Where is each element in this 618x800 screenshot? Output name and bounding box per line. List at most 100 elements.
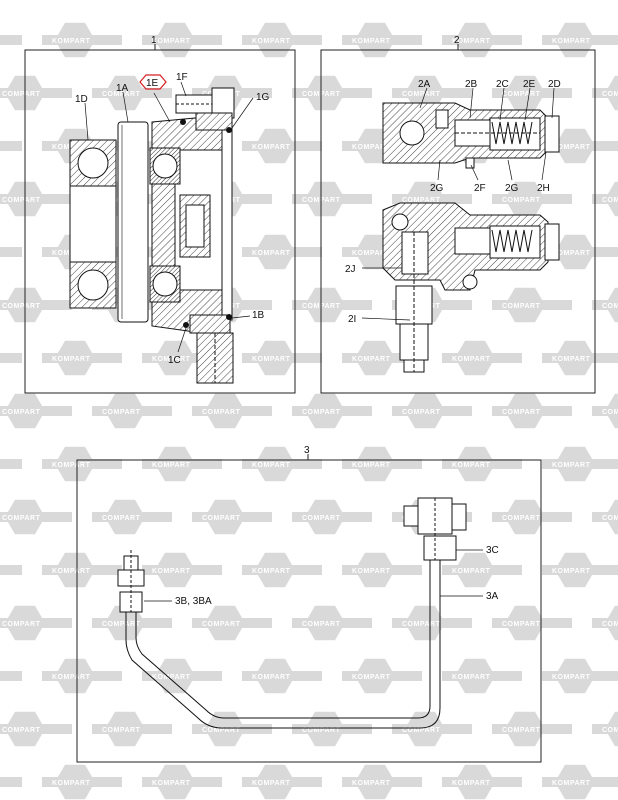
watermark-tile: COMPART: [0, 75, 72, 111]
watermark-tile: COMPART: [192, 711, 272, 747]
watermark-text: KOMPART: [252, 780, 291, 787]
watermark-text: COMPART: [602, 409, 618, 416]
watermark-tile: KOMPART: [242, 340, 322, 376]
watermark-tile: KOMPART: [0, 565, 22, 575]
panel-1-frame: [24, 49, 296, 394]
watermark-tile: KOMPART: [342, 22, 422, 58]
label-1E: 1E: [146, 78, 159, 89]
watermark-tile: KOMPART: [542, 764, 618, 800]
watermark-tile: KOMPART: [242, 658, 322, 694]
watermark-tile: KOMPART: [442, 764, 522, 800]
watermark-text: KOMPART: [352, 38, 391, 45]
watermark-tile: KOMPART: [542, 234, 618, 270]
watermark-tile: COMPART: [592, 181, 618, 217]
watermark-tile: COMPART: [492, 181, 572, 217]
label-1G: 1G: [256, 92, 270, 103]
label-1D: 1D: [75, 94, 88, 105]
watermark-tile: KOMPART: [42, 658, 122, 694]
watermark-tile: KOMPART: [342, 658, 422, 694]
label-1C: 1C: [168, 355, 181, 366]
watermark-text: COMPART: [2, 621, 41, 628]
watermark-tile: KOMPART: [242, 234, 322, 270]
watermark-tile: KOMPART: [0, 247, 22, 257]
watermark-text: KOMPART: [552, 356, 591, 363]
watermark-tile: COMPART: [92, 711, 172, 747]
watermark-tile: KOMPART: [242, 764, 322, 800]
watermark-tile: COMPART: [292, 393, 372, 429]
label-2G-right: 2G: [505, 183, 519, 194]
oring-1C: [183, 322, 189, 328]
watermark-tile: KOMPART: [442, 22, 522, 58]
watermark-tile: COMPART: [492, 499, 572, 535]
watermark-tile: KOMPART: [142, 22, 222, 58]
panel-2-number: 2: [454, 35, 460, 46]
watermark-tile: COMPART: [492, 75, 572, 111]
watermark-text: COMPART: [102, 621, 141, 628]
watermark-text: COMPART: [2, 303, 41, 310]
watermark-text: KOMPART: [152, 674, 191, 681]
watermark-tile: KOMPART: [442, 658, 522, 694]
watermark-tile: KOMPART: [542, 658, 618, 694]
panel-1-number: 1: [151, 35, 157, 46]
watermark-tile: KOMPART: [42, 340, 122, 376]
watermark-tile: COMPART: [292, 605, 372, 641]
watermark-text: COMPART: [502, 621, 541, 628]
label-2G-left: 2G: [430, 183, 444, 194]
watermark-text: KOMPART: [152, 462, 191, 469]
watermark-text: KOMPART: [152, 568, 191, 575]
watermark-text: COMPART: [2, 515, 41, 522]
watermark-tile: KOMPART: [142, 340, 222, 376]
watermark-text: KOMPART: [552, 568, 591, 575]
fitting-1F: [175, 87, 235, 131]
watermark-tile: COMPART: [0, 181, 72, 217]
watermark-tile: KOMPART: [242, 128, 322, 164]
watermark-text: COMPART: [2, 409, 41, 416]
label-3A: 3A: [486, 591, 499, 602]
watermark-text: KOMPART: [552, 250, 591, 257]
watermark-text: COMPART: [102, 409, 141, 416]
watermark-tile: KOMPART: [0, 777, 22, 787]
watermark-tile: KOMPART: [42, 764, 122, 800]
watermark-tile: KOMPART: [242, 446, 322, 482]
watermark-tile: COMPART: [592, 393, 618, 429]
watermark-text: COMPART: [302, 621, 341, 628]
watermark-tile: COMPART: [0, 605, 72, 641]
watermark-text: KOMPART: [452, 568, 491, 575]
watermark-text: KOMPART: [452, 356, 491, 363]
watermark-text: COMPART: [602, 621, 618, 628]
label-2B: 2B: [465, 79, 478, 90]
watermark-text: KOMPART: [252, 356, 291, 363]
watermark-text: COMPART: [202, 515, 241, 522]
watermark-tile: KOMPART: [342, 446, 422, 482]
watermark-tile: KOMPART: [0, 141, 22, 151]
watermark-text: KOMPART: [52, 674, 91, 681]
watermark-text: COMPART: [602, 91, 618, 98]
watermark-text: COMPART: [202, 409, 241, 416]
watermark-tile: KOMPART: [0, 353, 22, 363]
watermark-tile: COMPART: [292, 499, 372, 535]
watermark-tile: KOMPART: [0, 671, 22, 681]
panel-3: 3 3C 3A 3B, 3BA: [76, 445, 542, 763]
watermark-text: COMPART: [202, 727, 241, 734]
watermark-tile: COMPART: [92, 75, 172, 111]
watermark-tile: COMPART: [292, 181, 372, 217]
watermark-text: KOMPART: [252, 674, 291, 681]
label-2I: 2I: [348, 314, 356, 325]
watermark-text: KOMPART: [352, 780, 391, 787]
watermark-tile: KOMPART: [342, 552, 422, 588]
watermark-text: KOMPART: [252, 144, 291, 151]
watermark-tile: COMPART: [192, 393, 272, 429]
watermark-text: KOMPART: [52, 38, 91, 45]
watermark-tile: KOMPART: [342, 340, 422, 376]
watermark-tile: KOMPART: [42, 446, 122, 482]
panel-2: 2: [320, 35, 596, 394]
watermark-tile: COMPART: [0, 287, 72, 323]
watermark-tile: COMPART: [192, 499, 272, 535]
watermark-text: COMPART: [302, 515, 341, 522]
watermark-text: KOMPART: [552, 462, 591, 469]
watermark-text: KOMPART: [452, 462, 491, 469]
watermark-tile: COMPART: [592, 75, 618, 111]
watermark-tile: KOMPART: [142, 446, 222, 482]
highlight-1E: [139, 74, 167, 90]
watermark-tile: COMPART: [592, 287, 618, 323]
